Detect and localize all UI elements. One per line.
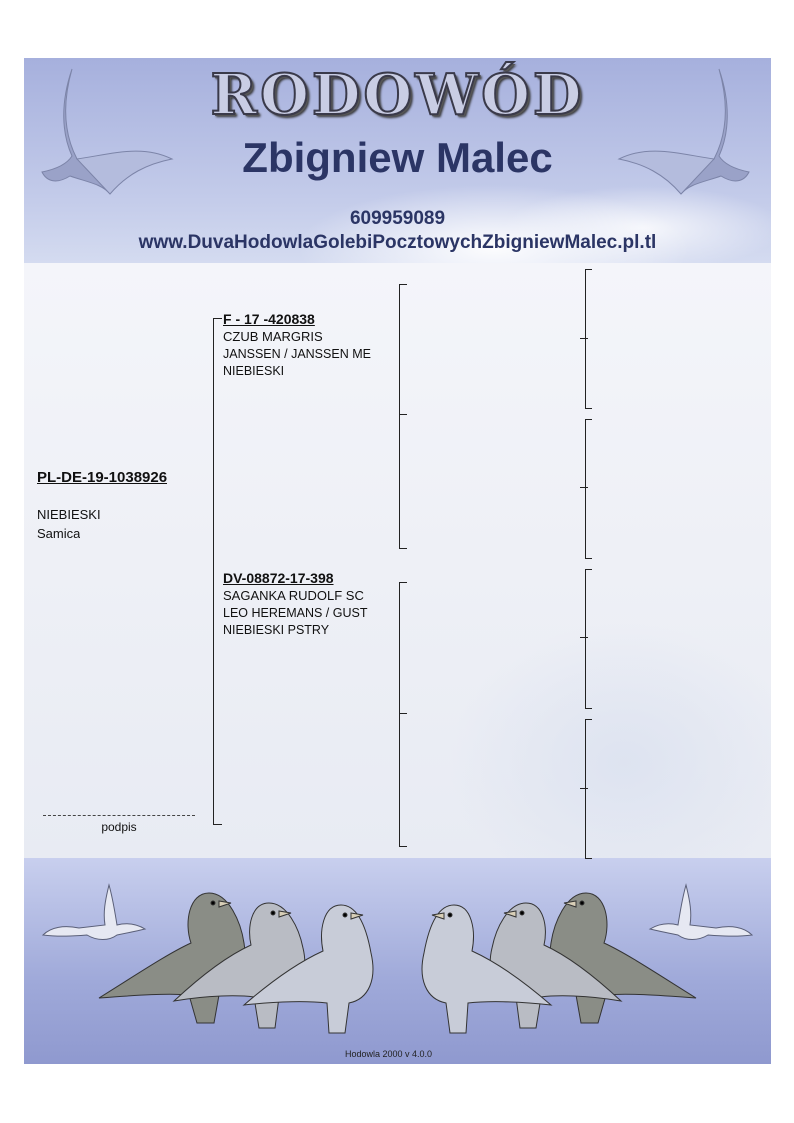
great-grandparents-bracket-1 <box>585 269 592 409</box>
flying-pigeon-right-icon <box>617 68 750 195</box>
great-grandparents-tick-3 <box>580 637 588 638</box>
father-name: CZUB MARGRIS <box>223 329 323 344</box>
father-color: NIEBIESKI <box>223 364 285 378</box>
great-grandparents-bracket-4 <box>585 719 592 859</box>
breeder-website: www.DuvaHodowlaGolebiPocztowychZbigniewM… <box>138 232 657 253</box>
mother-ring: DV-08872-17-398 <box>223 570 334 586</box>
subject-color: NIEBIESKI <box>37 507 101 522</box>
maternal-grandparents-tick <box>399 713 407 714</box>
mother-line: LEO HEREMANS / GUST <box>223 606 368 620</box>
software-version: Hodowla 2000 v 4.0.0 <box>345 1049 433 1059</box>
breeder-name: Zbigniew Malec <box>242 134 553 181</box>
great-grandparents-tick-2 <box>580 487 588 488</box>
pedigree-body <box>24 263 771 858</box>
footer-banner <box>24 858 771 1064</box>
great-grandparents-tick-4 <box>580 788 588 789</box>
header-banner: RODOWÓD Zbigniew Malec 609959089 www.Duv… <box>24 58 771 263</box>
maternal-grandparents-bracket <box>399 582 407 847</box>
flying-pigeon-small-left-icon <box>41 883 147 940</box>
paternal-grandparents-bracket <box>399 284 407 549</box>
subject-ring: PL-DE-19-1038926 <box>37 469 168 486</box>
standing-pigeons-right-icon <box>421 892 697 1034</box>
mother-color: NIEBIESKI PSTRY <box>223 623 330 637</box>
parents-bracket <box>213 318 222 825</box>
flying-pigeon-left-icon <box>41 68 174 195</box>
breeder-phone: 609959089 <box>349 208 446 229</box>
pedigree-sheet: RODOWÓD Zbigniew Malec 609959089 www.Duv… <box>24 58 771 1064</box>
great-grandparents-bracket-3 <box>585 569 592 709</box>
great-grandparents-bracket-2 <box>585 419 592 559</box>
father-line: JANSSEN / JANSSEN ME <box>223 347 371 361</box>
paternal-grandparents-tick <box>399 414 407 415</box>
page-title: RODOWÓD <box>210 61 585 129</box>
great-grandparents-tick-1 <box>580 338 588 339</box>
subject-sex: Samica <box>37 526 81 541</box>
father-ring: F - 17 -420838 <box>223 311 315 327</box>
flying-pigeon-small-right-icon <box>648 883 754 940</box>
signature-line <box>43 815 195 816</box>
standing-pigeons-left-icon <box>98 892 374 1034</box>
mother-name: SAGANKA RUDOLF SC <box>223 588 364 603</box>
signature-label: podpis <box>101 820 137 834</box>
